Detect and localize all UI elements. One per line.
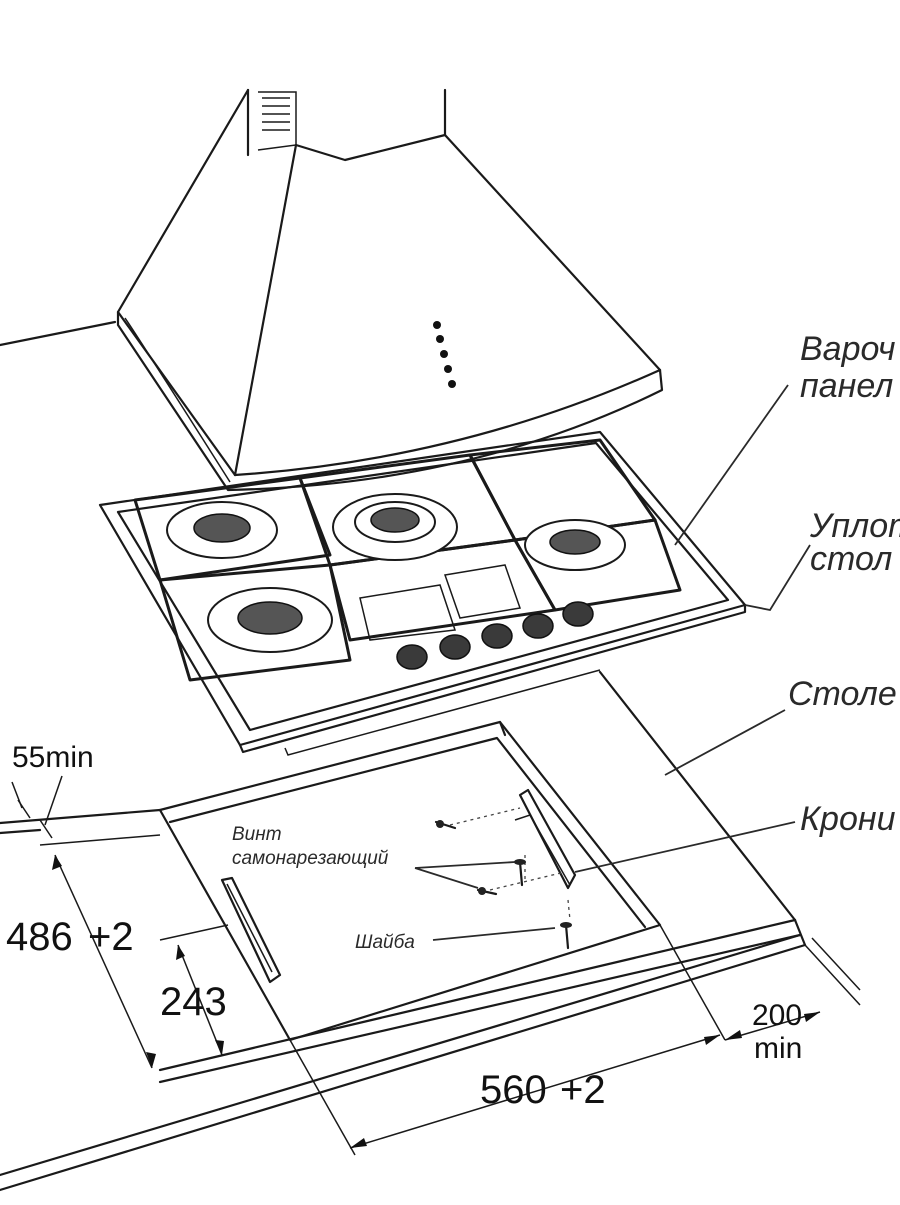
countertop (0, 320, 807, 1192)
leader-bracket (574, 821, 796, 873)
dim-half-depth: 243 (160, 980, 227, 1024)
hood-buttons (433, 321, 456, 388)
label-screw-line1: Винт (232, 824, 282, 845)
dimension-lines (11, 775, 861, 1156)
burner-right (524, 519, 626, 571)
label-bracket: Крони (800, 800, 896, 838)
leader-hob (674, 384, 789, 546)
control-knobs (396, 601, 594, 670)
burner-center (332, 493, 458, 561)
gas-hob (98, 430, 747, 756)
dim-depth-tol: +2 (88, 915, 134, 959)
label-seal-line1: Уплот (809, 507, 900, 545)
label-countertop: Столе (788, 675, 897, 713)
label-hob-line2: панел (800, 367, 893, 405)
dim-depth: 486 (6, 915, 73, 959)
label-hob-line1: Вароч (800, 330, 895, 368)
dim-min-side: 55min (12, 741, 94, 774)
dim-width-tol: +2 (560, 1068, 606, 1112)
burner-back-left (166, 501, 278, 559)
dim-width: 560 (480, 1068, 547, 1112)
dim-min-back-unit: min (754, 1032, 802, 1065)
cutout (158, 720, 662, 1042)
leader-washer (432, 927, 556, 941)
leader-seal (744, 544, 811, 612)
screws (434, 807, 572, 950)
cooker-hood (116, 88, 664, 492)
label-screw-line2: самонарезающий (232, 848, 389, 869)
dim-min-back-value: 200 (752, 999, 802, 1032)
label-seal-line2: стол (810, 540, 892, 578)
bracket-left (220, 876, 282, 984)
burner-front-left (207, 587, 333, 653)
leader-screw (414, 861, 516, 889)
label-washer: Шайба (355, 932, 415, 953)
leader-countertop (664, 709, 786, 776)
bracket-right (514, 788, 577, 890)
